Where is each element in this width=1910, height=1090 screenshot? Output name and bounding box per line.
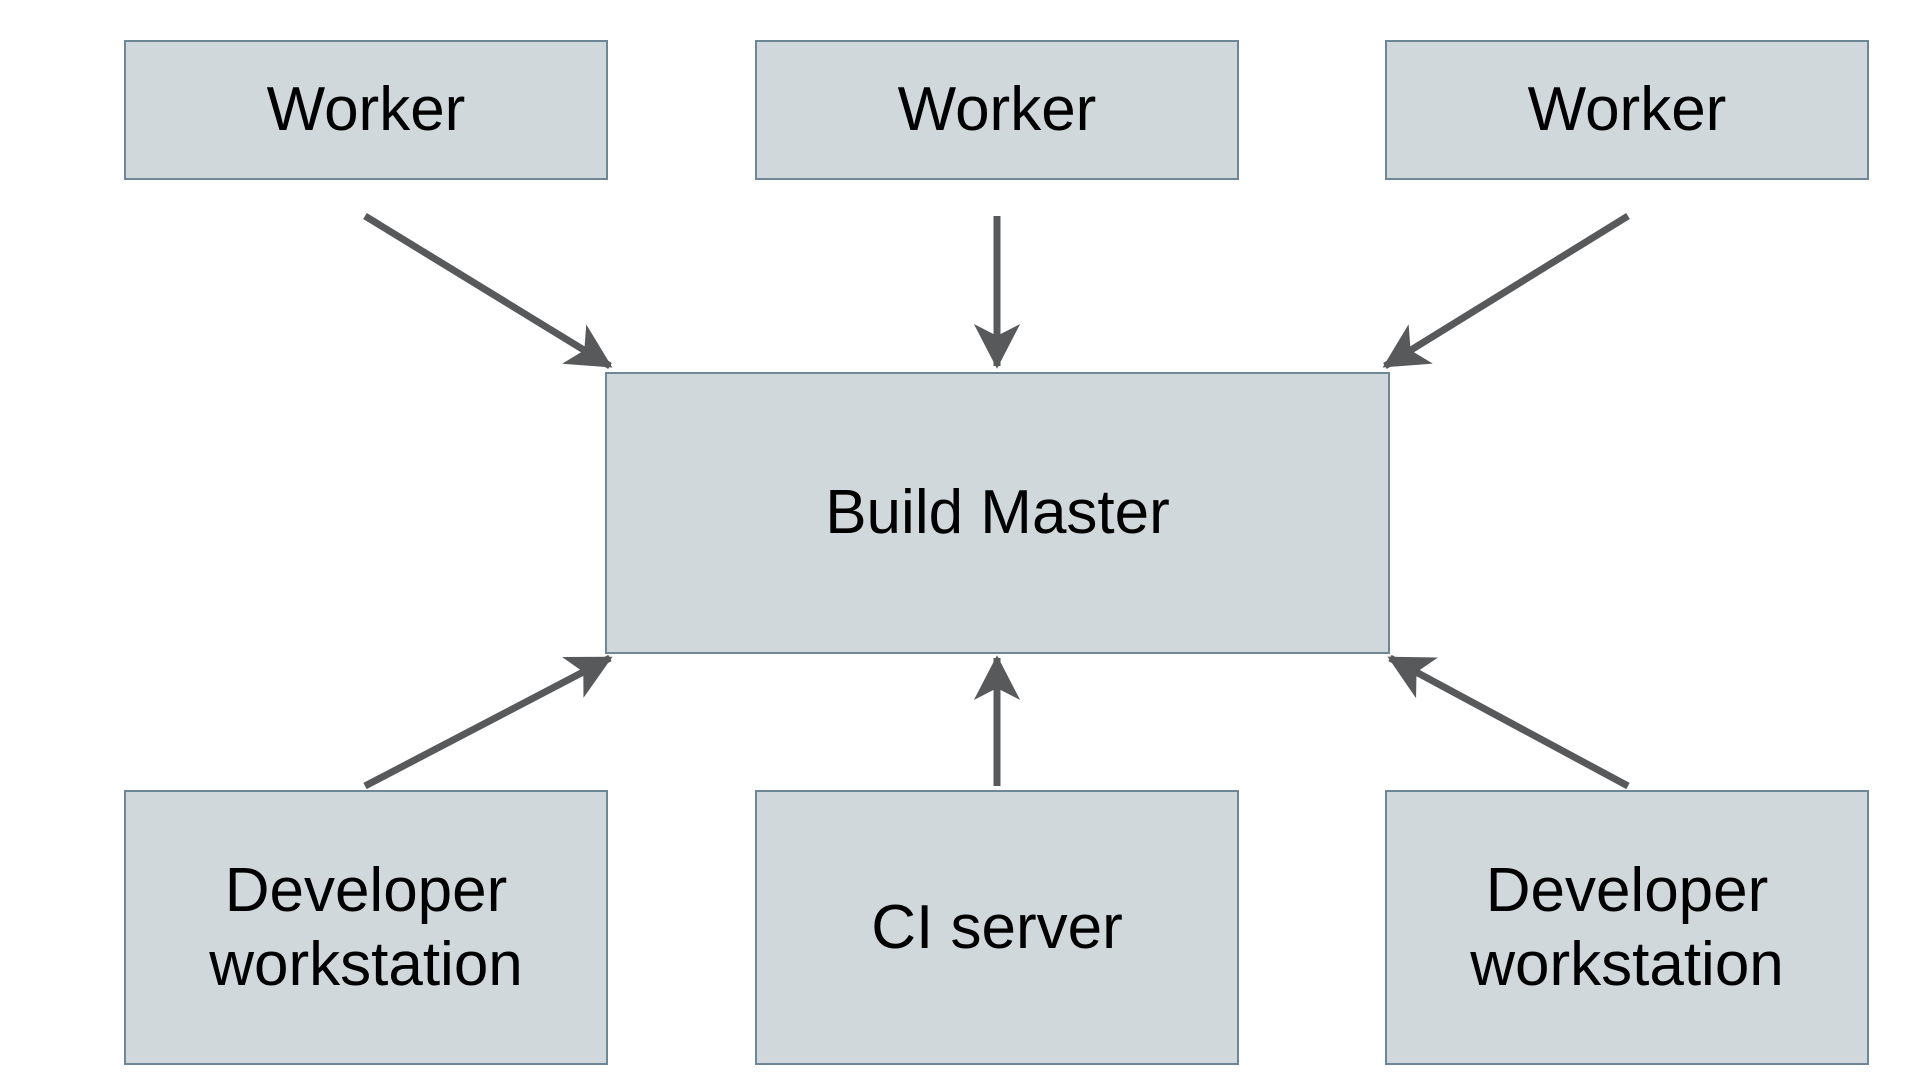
node-worker-right-label: Worker <box>1527 75 1727 145</box>
node-build-master-label: Build Master <box>825 478 1170 548</box>
node-build-master[interactable]: Build Master <box>605 372 1390 654</box>
node-ci-server[interactable]: CI server <box>755 790 1239 1065</box>
node-ci-server-label: CI server <box>871 892 1123 962</box>
node-worker-left-label: Worker <box>266 75 466 145</box>
node-worker-right[interactable]: Worker <box>1385 40 1869 180</box>
edge-worker-left-to-build-master <box>363 213 613 369</box>
node-developer-workstation-left-label: Developer workstation <box>209 856 523 999</box>
node-developer-workstation-right[interactable]: Developer workstation <box>1385 790 1869 1065</box>
node-developer-workstation-left[interactable]: Developer workstation <box>124 790 608 1065</box>
edge-worker-right-to-build-master <box>1382 213 1630 369</box>
node-developer-workstation-right-label: Developer workstation <box>1470 856 1784 999</box>
node-worker-left[interactable]: Worker <box>124 40 608 180</box>
edge-dev-left-to-build-master <box>363 654 613 790</box>
node-worker-center[interactable]: Worker <box>755 40 1239 180</box>
edge-dev-right-to-build-master <box>1387 654 1630 790</box>
node-worker-center-label: Worker <box>897 75 1097 145</box>
